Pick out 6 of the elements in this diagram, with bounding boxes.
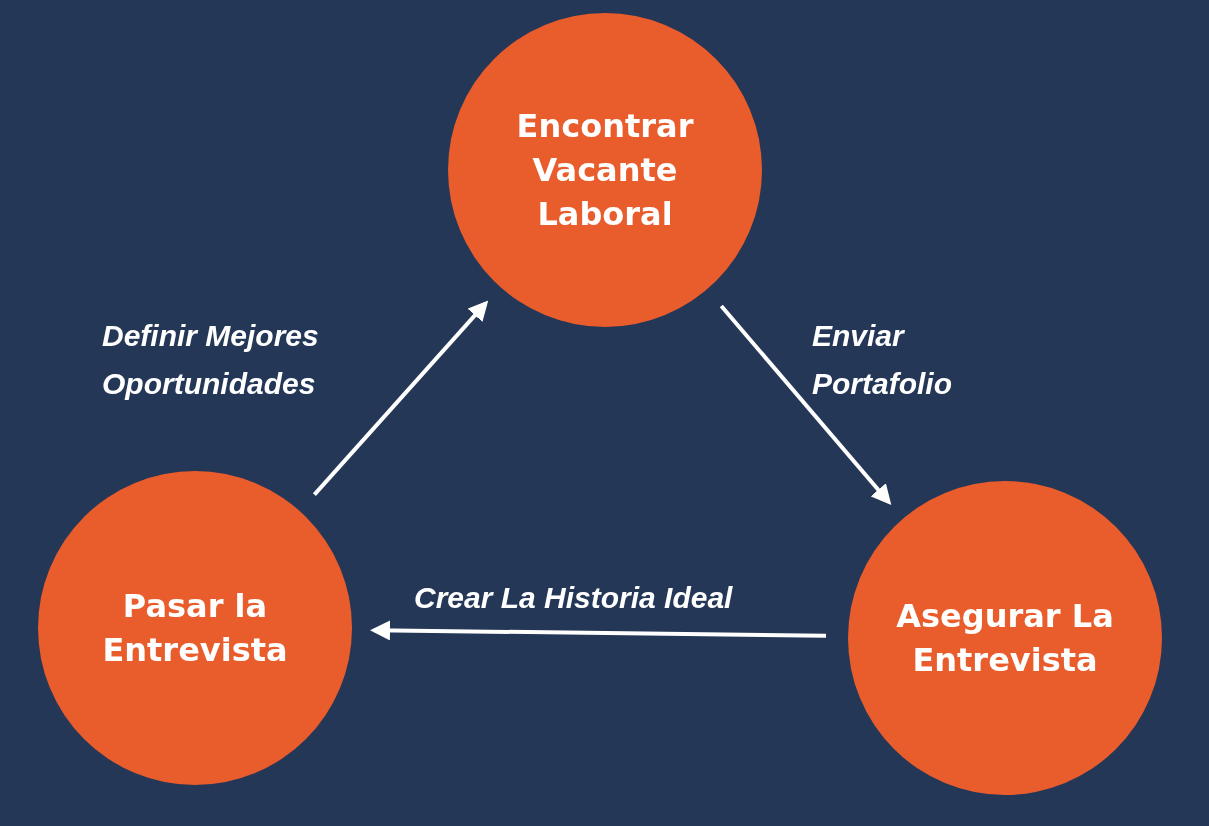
node-label: Asegurar La Entrevista xyxy=(895,596,1115,681)
arrow xyxy=(719,304,892,505)
arrow xyxy=(370,620,827,641)
node-label: Pasar la Entrevista xyxy=(101,586,289,671)
arrow xyxy=(312,300,489,496)
node-label: Encontrar Vacante Laboral xyxy=(515,106,695,235)
